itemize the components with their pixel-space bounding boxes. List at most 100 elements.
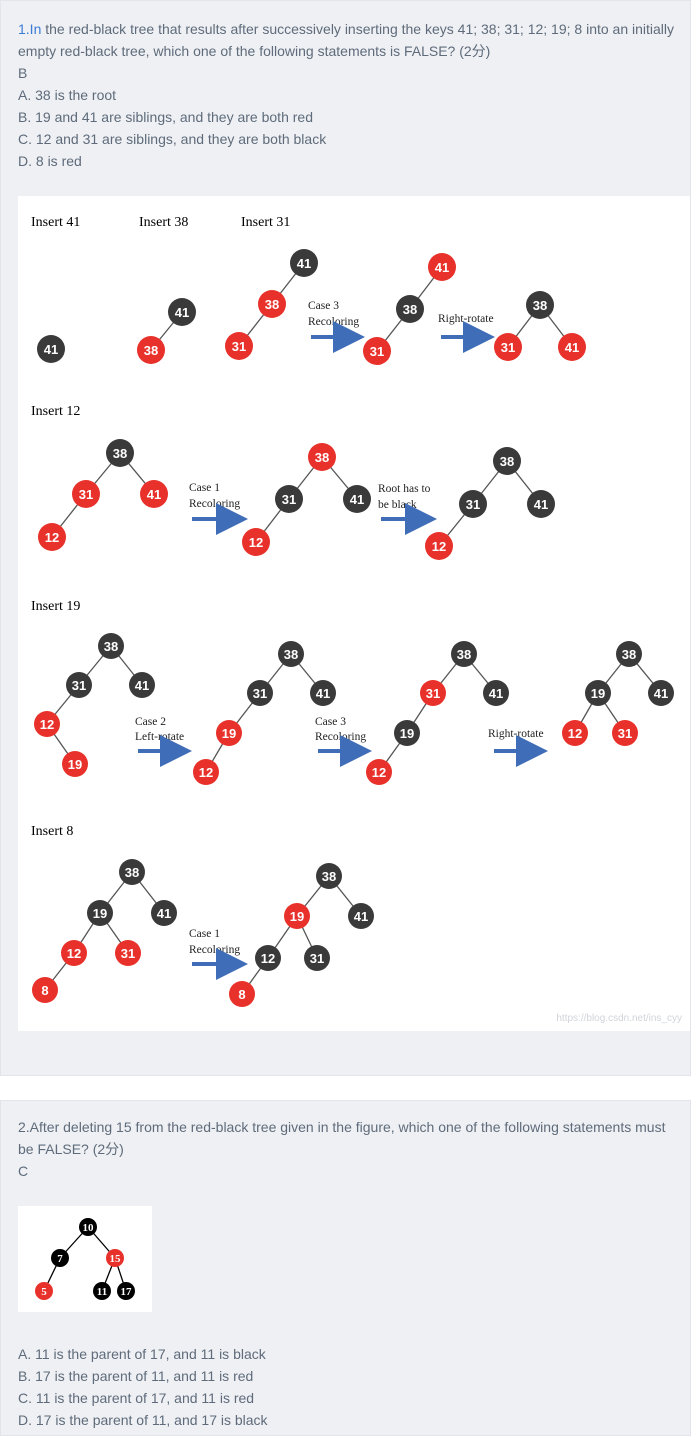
option-d: D. 8 is red — [18, 153, 82, 169]
step-case-3b: Case 3 — [315, 716, 346, 728]
step-right-rotate-2: Right-rotate — [488, 728, 544, 740]
question-1-options: A. 38 is the root B. 19 and 41 are sibli… — [18, 84, 326, 172]
tree-insert-41: 41 — [37, 335, 65, 363]
svg-text:31: 31 — [310, 951, 324, 966]
question-1-body: the red-black tree that results after su… — [18, 21, 675, 59]
svg-text:17: 17 — [121, 1286, 133, 1298]
svg-text:41: 41 — [565, 340, 579, 355]
svg-text:8: 8 — [238, 987, 245, 1002]
label-insert-41: Insert 41 — [31, 215, 80, 230]
step-recoloring-4: Recoloring — [189, 944, 240, 956]
svg-text:12: 12 — [372, 765, 386, 780]
option-c: C. 12 and 31 are siblings, and they are … — [18, 131, 327, 147]
step-right-rotate: Right-rotate — [438, 313, 494, 325]
svg-text:38: 38 — [104, 639, 118, 654]
tree-right-rotated-2: 38 19 41 12 31 — [562, 641, 674, 746]
node-7: 7 — [51, 1249, 69, 1267]
svg-text:31: 31 — [501, 340, 515, 355]
svg-text:38: 38 — [500, 454, 514, 469]
option-c: C. 11 is the parent of 17, and 11 is red — [18, 1390, 255, 1406]
step-root-black-1: Root has to — [378, 483, 431, 495]
tree-insert-8: 38 19 41 12 31 8 — [32, 859, 177, 1003]
svg-text:10: 10 — [83, 1222, 95, 1234]
svg-text:11: 11 — [97, 1286, 107, 1298]
step-case-2: Case 2 — [135, 716, 166, 728]
option-d: D. 17 is the parent of 11, and 17 is bla… — [18, 1412, 268, 1428]
svg-text:41: 41 — [175, 305, 189, 320]
question-1-number: 1.In — [18, 21, 42, 37]
option-a: A. 38 is the root — [18, 87, 117, 103]
step-recoloring-2: Recoloring — [189, 498, 240, 510]
svg-text:38: 38 — [315, 450, 329, 465]
tree-insert-38: 41 38 — [137, 298, 196, 364]
svg-text:19: 19 — [290, 909, 304, 924]
svg-text:12: 12 — [45, 530, 59, 545]
svg-text:41: 41 — [435, 260, 449, 275]
svg-text:38: 38 — [125, 865, 139, 880]
svg-text:19: 19 — [222, 726, 236, 741]
svg-text:31: 31 — [121, 946, 135, 961]
question-2-answer: C — [18, 1163, 29, 1179]
svg-text:12: 12 — [261, 951, 275, 966]
question-1-card: 1.In the red-black tree that results aft… — [0, 0, 691, 1076]
svg-text:31: 31 — [370, 344, 384, 359]
tree-case1-recolored: 38 31 41 12 — [242, 443, 371, 556]
svg-text:38: 38 — [265, 297, 279, 312]
svg-text:31: 31 — [282, 492, 296, 507]
svg-text:31: 31 — [466, 497, 480, 512]
step-case-1b: Case 1 — [189, 928, 220, 940]
tree-root-black: 38 31 41 12 — [425, 447, 555, 560]
svg-text:12: 12 — [432, 539, 446, 554]
rb-insertion-figure: Insert 41 Insert 38 Insert 31 41 41 38 4… — [18, 196, 690, 1031]
label-insert-19: Insert 19 — [31, 599, 80, 614]
svg-text:31: 31 — [426, 686, 440, 701]
svg-text:41: 41 — [489, 686, 503, 701]
svg-text:12: 12 — [40, 717, 54, 732]
svg-text:31: 31 — [618, 726, 632, 741]
question-1-text: 1.In the red-black tree that results aft… — [18, 18, 678, 62]
rb-tree-figure-q2: 10 7 15 5 11 17 — [18, 1206, 152, 1312]
svg-text:41: 41 — [534, 497, 548, 512]
svg-text:19: 19 — [93, 906, 107, 921]
tree-case3-recolored-2: 38 31 41 19 12 — [366, 641, 509, 785]
node-5: 5 — [35, 1282, 53, 1300]
question-1-answer: B — [18, 65, 28, 81]
step-root-black-2: be black — [378, 499, 417, 511]
svg-text:15: 15 — [110, 1253, 122, 1265]
svg-text:41: 41 — [350, 492, 364, 507]
svg-text:41: 41 — [316, 686, 330, 701]
svg-text:41: 41 — [297, 256, 311, 271]
tree-insert-31: 41 38 31 — [225, 249, 318, 360]
node-11: 11 — [93, 1282, 111, 1300]
svg-text:38: 38 — [403, 302, 417, 317]
step-case-1: Case 1 — [189, 482, 220, 494]
label-insert-12: Insert 12 — [31, 404, 80, 419]
svg-text:31: 31 — [72, 678, 86, 693]
svg-text:41: 41 — [44, 342, 58, 357]
step-case-3: Case 3 — [308, 300, 339, 312]
svg-text:41: 41 — [354, 909, 368, 924]
step-left-rotate: Left-rotate — [135, 731, 184, 743]
svg-text:31: 31 — [79, 487, 93, 502]
svg-text:38: 38 — [457, 647, 471, 662]
label-insert-31: Insert 31 — [241, 215, 290, 230]
tree-insert-12: 38 31 41 12 — [38, 439, 168, 551]
question-2-card: 2.After deleting 15 from the red-black t… — [0, 1100, 691, 1436]
svg-text:38: 38 — [533, 298, 547, 313]
svg-text:8: 8 — [41, 983, 48, 998]
step-recoloring: Recoloring — [308, 316, 359, 328]
svg-text:38: 38 — [284, 647, 298, 662]
svg-text:38: 38 — [144, 343, 158, 358]
svg-text:12: 12 — [67, 946, 81, 961]
node-10: 10 — [79, 1218, 97, 1236]
tree-case3-recolored: 41 38 31 — [363, 253, 456, 365]
svg-text:12: 12 — [199, 765, 213, 780]
option-a: A. 11 is the parent of 17, and 11 is bla… — [18, 1346, 266, 1362]
question-2-text: 2.After deleting 15 from the red-black t… — [18, 1119, 666, 1157]
question-2-options: A. 11 is the parent of 17, and 11 is bla… — [18, 1343, 268, 1431]
node-15: 15 — [106, 1249, 124, 1267]
tree-case1-recolored-2: 38 19 41 12 31 8 — [229, 863, 374, 1007]
watermark: https://blog.csdn.net/ins_cyy — [556, 1013, 682, 1024]
svg-text:38: 38 — [622, 647, 636, 662]
svg-text:7: 7 — [57, 1253, 63, 1265]
